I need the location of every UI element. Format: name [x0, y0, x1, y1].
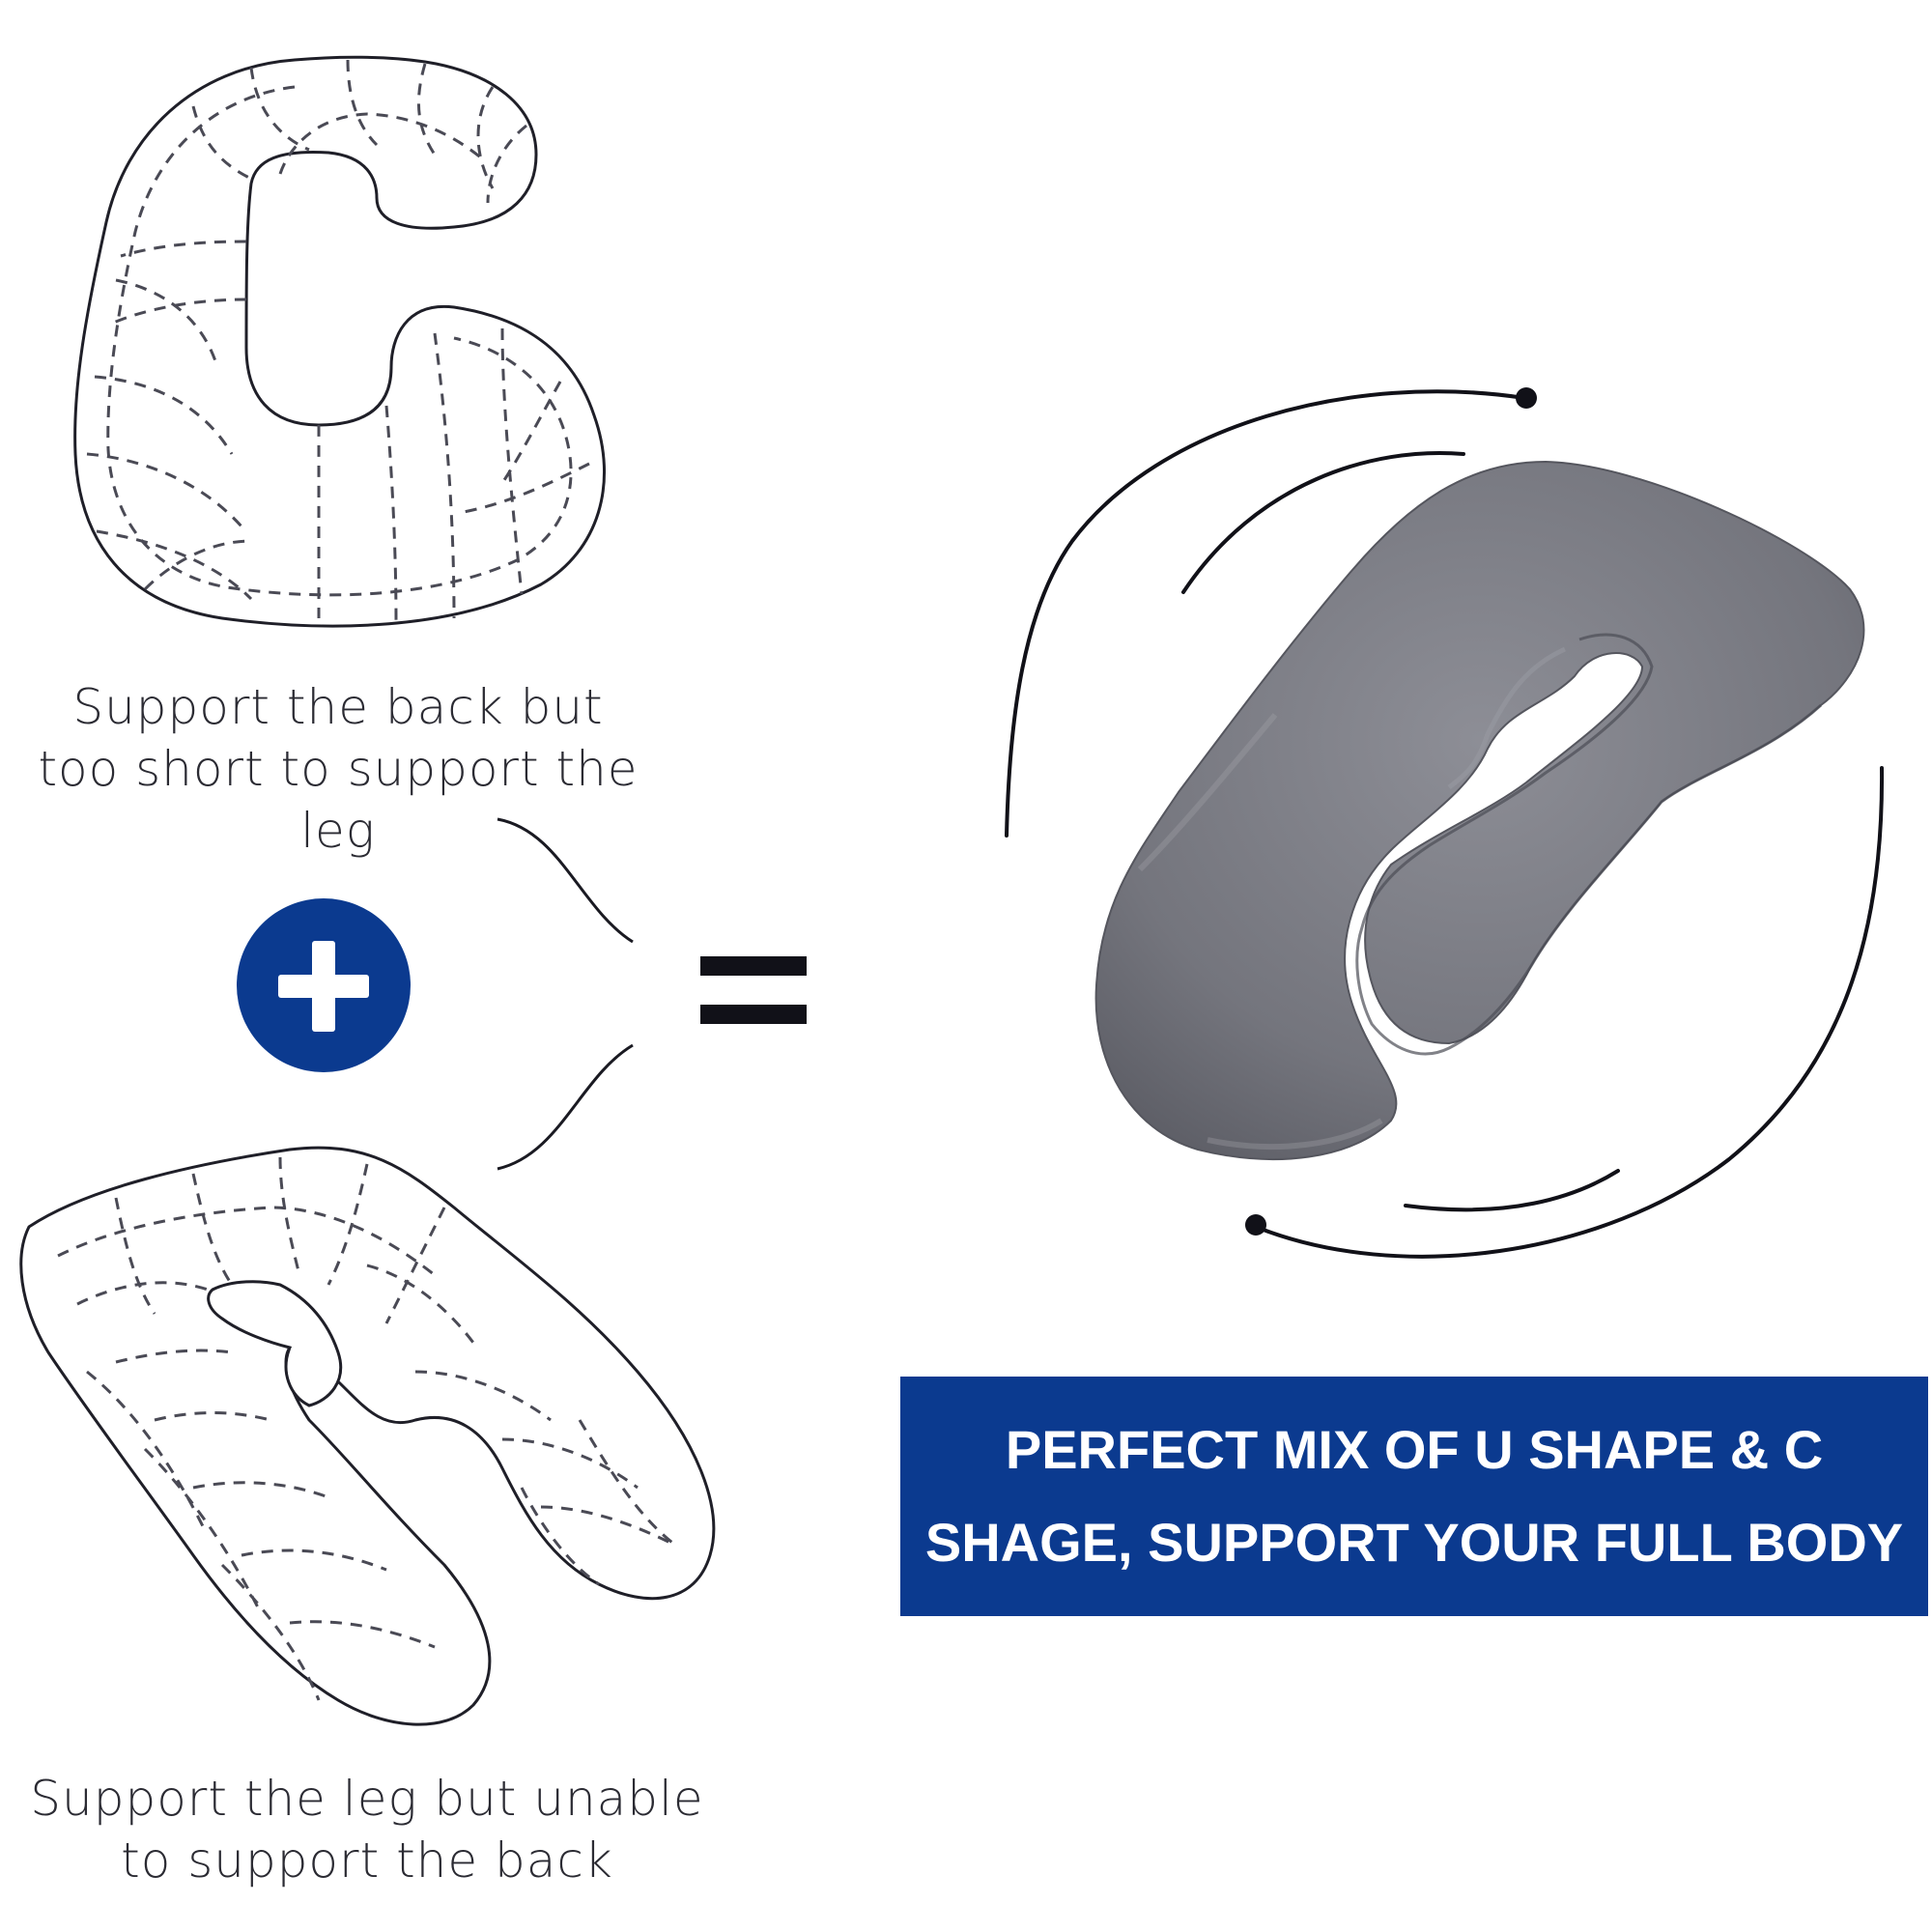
- u-shape-caption: Support the leg but unable to support th…: [0, 1768, 734, 1891]
- u-shape-caption-line1: Support the leg but unable: [30, 1771, 704, 1827]
- orbit-dot-top: [1516, 387, 1537, 409]
- plus-circle-icon: [237, 898, 411, 1072]
- banner-line2: SHAGE, SUPPORT YOUR FULL BODY: [924, 1512, 1904, 1573]
- c-shape-caption-line1: Support the back but: [72, 679, 604, 735]
- c-shape-caption: Support the back but too short to suppor…: [0, 676, 676, 862]
- u-shape-caption-line2: to support the back: [121, 1833, 613, 1889]
- orbit-dot-bottom: [1245, 1214, 1266, 1236]
- banner-line1: PERFECT MIX OF U SHAPE & C: [1005, 1419, 1824, 1480]
- pregnancy-pillow-image: [1094, 460, 1865, 1160]
- c-shape-caption-line2: too short to support the leg: [38, 741, 639, 859]
- feature-banner: PERFECT MIX OF U SHAPE & C SHAGE, SUPPOR…: [900, 1377, 1928, 1616]
- u-shape-pillow-sketch: [19, 1146, 716, 1726]
- equals-icon: [700, 956, 807, 1024]
- c-shape-pillow-sketch: [73, 55, 606, 628]
- orbit-arcs: [1005, 389, 1885, 1259]
- connector-curves: [497, 817, 634, 1171]
